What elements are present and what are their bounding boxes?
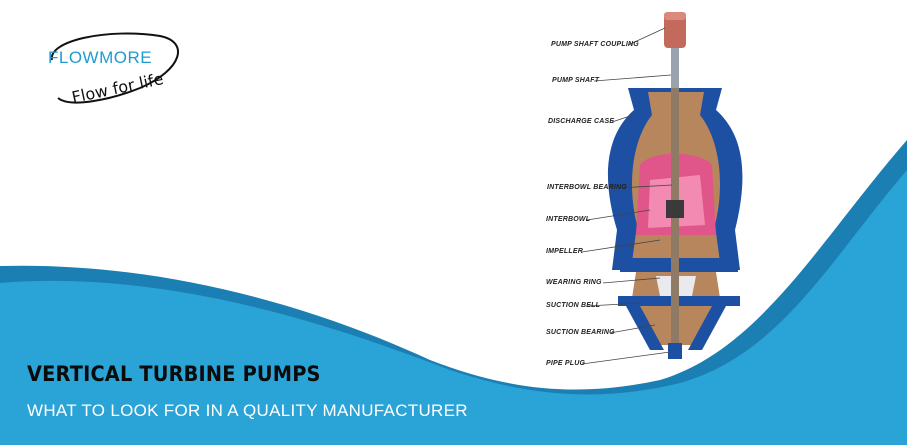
logo-tagline: Flow for life	[70, 69, 166, 107]
logo-brand-text: FLOWMORE	[48, 48, 153, 67]
logo-swoosh	[50, 32, 179, 104]
label-suction-bearing: SUCTION BEARING	[546, 329, 615, 336]
label-impeller: IMPELLER	[546, 248, 583, 255]
label-pump-shaft-coupling: PUMP SHAFT COUPLING	[551, 41, 639, 48]
leader-lines	[581, 27, 673, 365]
label-pipe-plug: PIPE PLUG	[546, 360, 586, 367]
label-pump-shaft: PUMP SHAFT	[552, 77, 600, 84]
label-wearing-ring: WEARING RING	[546, 279, 602, 286]
wave-front	[0, 170, 907, 445]
page-subtitle: WHAT TO LOOK FOR IN A QUALITY MANUFACTUR…	[27, 401, 468, 420]
label-interbowl: INTERBOWL	[546, 216, 591, 223]
flowmore-logo: FLOWMORE Flow for life	[40, 30, 190, 130]
pump-cutaway-illustration	[607, 12, 743, 359]
label-discharge-case: DISCHARGE CASE	[548, 118, 615, 125]
page-title: VERTICAL TURBINE PUMPS	[27, 362, 321, 386]
label-interbowl-bearing: INTERBOWL BEARING	[547, 184, 627, 191]
label-suction-bell: SUCTION BELL	[546, 302, 601, 309]
